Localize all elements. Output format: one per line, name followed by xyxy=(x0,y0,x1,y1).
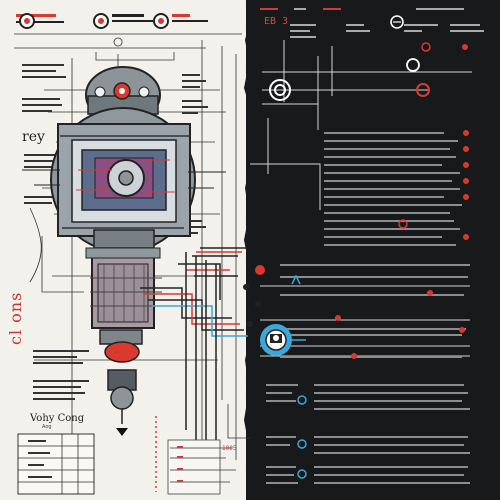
camera-icon xyxy=(260,324,306,356)
robot-body xyxy=(22,107,226,253)
robot-head xyxy=(85,66,161,124)
bottom-sub-label: Aog xyxy=(42,424,52,430)
seam-connectors xyxy=(243,265,301,327)
right-red-markers xyxy=(335,130,469,359)
right-top-header xyxy=(260,8,484,38)
robot-lower-section xyxy=(85,247,162,436)
target-circle-icon xyxy=(269,42,468,101)
top-circle-icon xyxy=(390,15,404,29)
torn-edge xyxy=(244,0,258,500)
right-text-blocks xyxy=(266,132,470,484)
bottom-label: Vohy Cong xyxy=(30,413,85,424)
box-label: 1005 xyxy=(222,445,237,452)
bottom-left-table xyxy=(17,433,95,495)
cable-icon xyxy=(140,247,248,474)
left-header-labels xyxy=(16,13,208,29)
left-text-rows xyxy=(22,64,208,400)
left-title: rey xyxy=(22,129,45,145)
right-code-label: EB 3 xyxy=(264,16,289,27)
gear-icon xyxy=(297,395,307,479)
left-vertical-label: cl ons xyxy=(6,291,25,345)
bottom-middle-labels xyxy=(155,404,250,495)
